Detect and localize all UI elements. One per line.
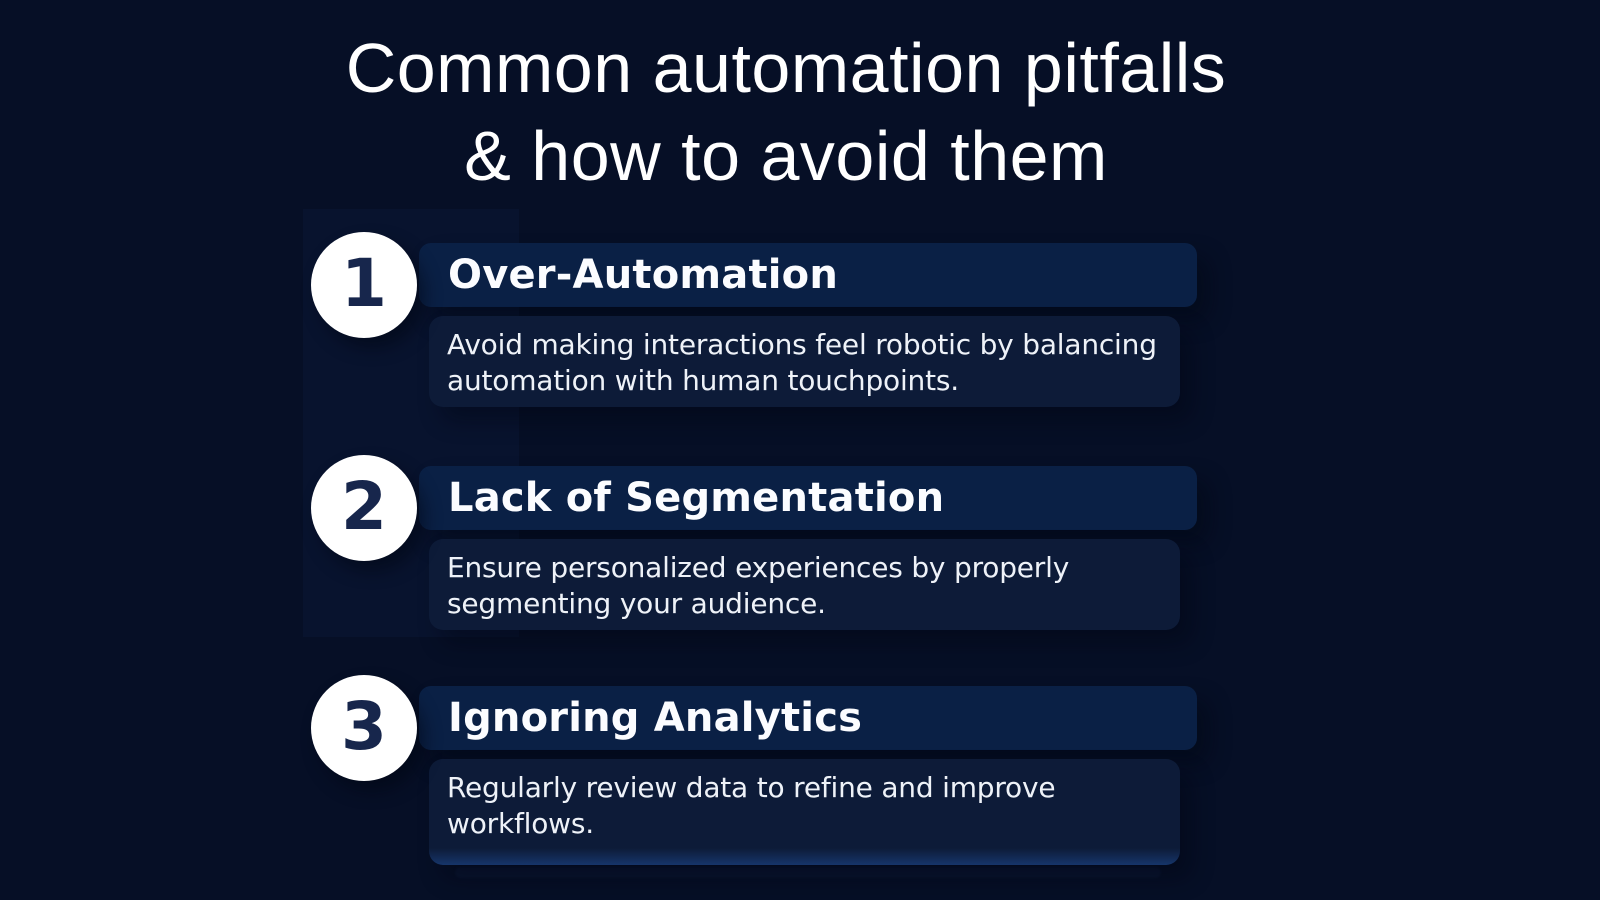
item-description: Ensure personalized experiences by prope…	[447, 551, 1070, 620]
background-artifact-bottom	[455, 867, 1161, 878]
item-description-box: Ensure personalized experiences by prope…	[429, 539, 1180, 630]
item-number-badge: 2	[311, 455, 417, 561]
item-heading-bar: Lack of Segmentation	[419, 466, 1197, 530]
item-heading-bar: Ignoring Analytics	[419, 686, 1197, 750]
item-number: 3	[341, 687, 387, 765]
item-number-badge: 1	[311, 232, 417, 338]
page-title: Common automation pitfalls & how to avoi…	[0, 24, 1572, 200]
item-heading: Over-Automation	[448, 252, 839, 298]
item-heading-bar: Over-Automation	[419, 243, 1197, 307]
item-heading: Lack of Segmentation	[448, 475, 945, 521]
item-number-badge: 3	[311, 675, 417, 781]
item-number: 1	[341, 244, 387, 322]
page-title-line1: Common automation pitfalls	[345, 29, 1227, 107]
item-heading: Ignoring Analytics	[448, 695, 863, 741]
item-description: Avoid making interactions feel robotic b…	[447, 328, 1157, 397]
item-description: Regularly review data to refine and impr…	[447, 771, 1056, 840]
item-description-box: Avoid making interactions feel robotic b…	[429, 316, 1180, 407]
item-number: 2	[341, 467, 387, 545]
item-description-box: Regularly review data to refine and impr…	[429, 759, 1180, 865]
page-title-line2: & how to avoid them	[464, 117, 1108, 195]
